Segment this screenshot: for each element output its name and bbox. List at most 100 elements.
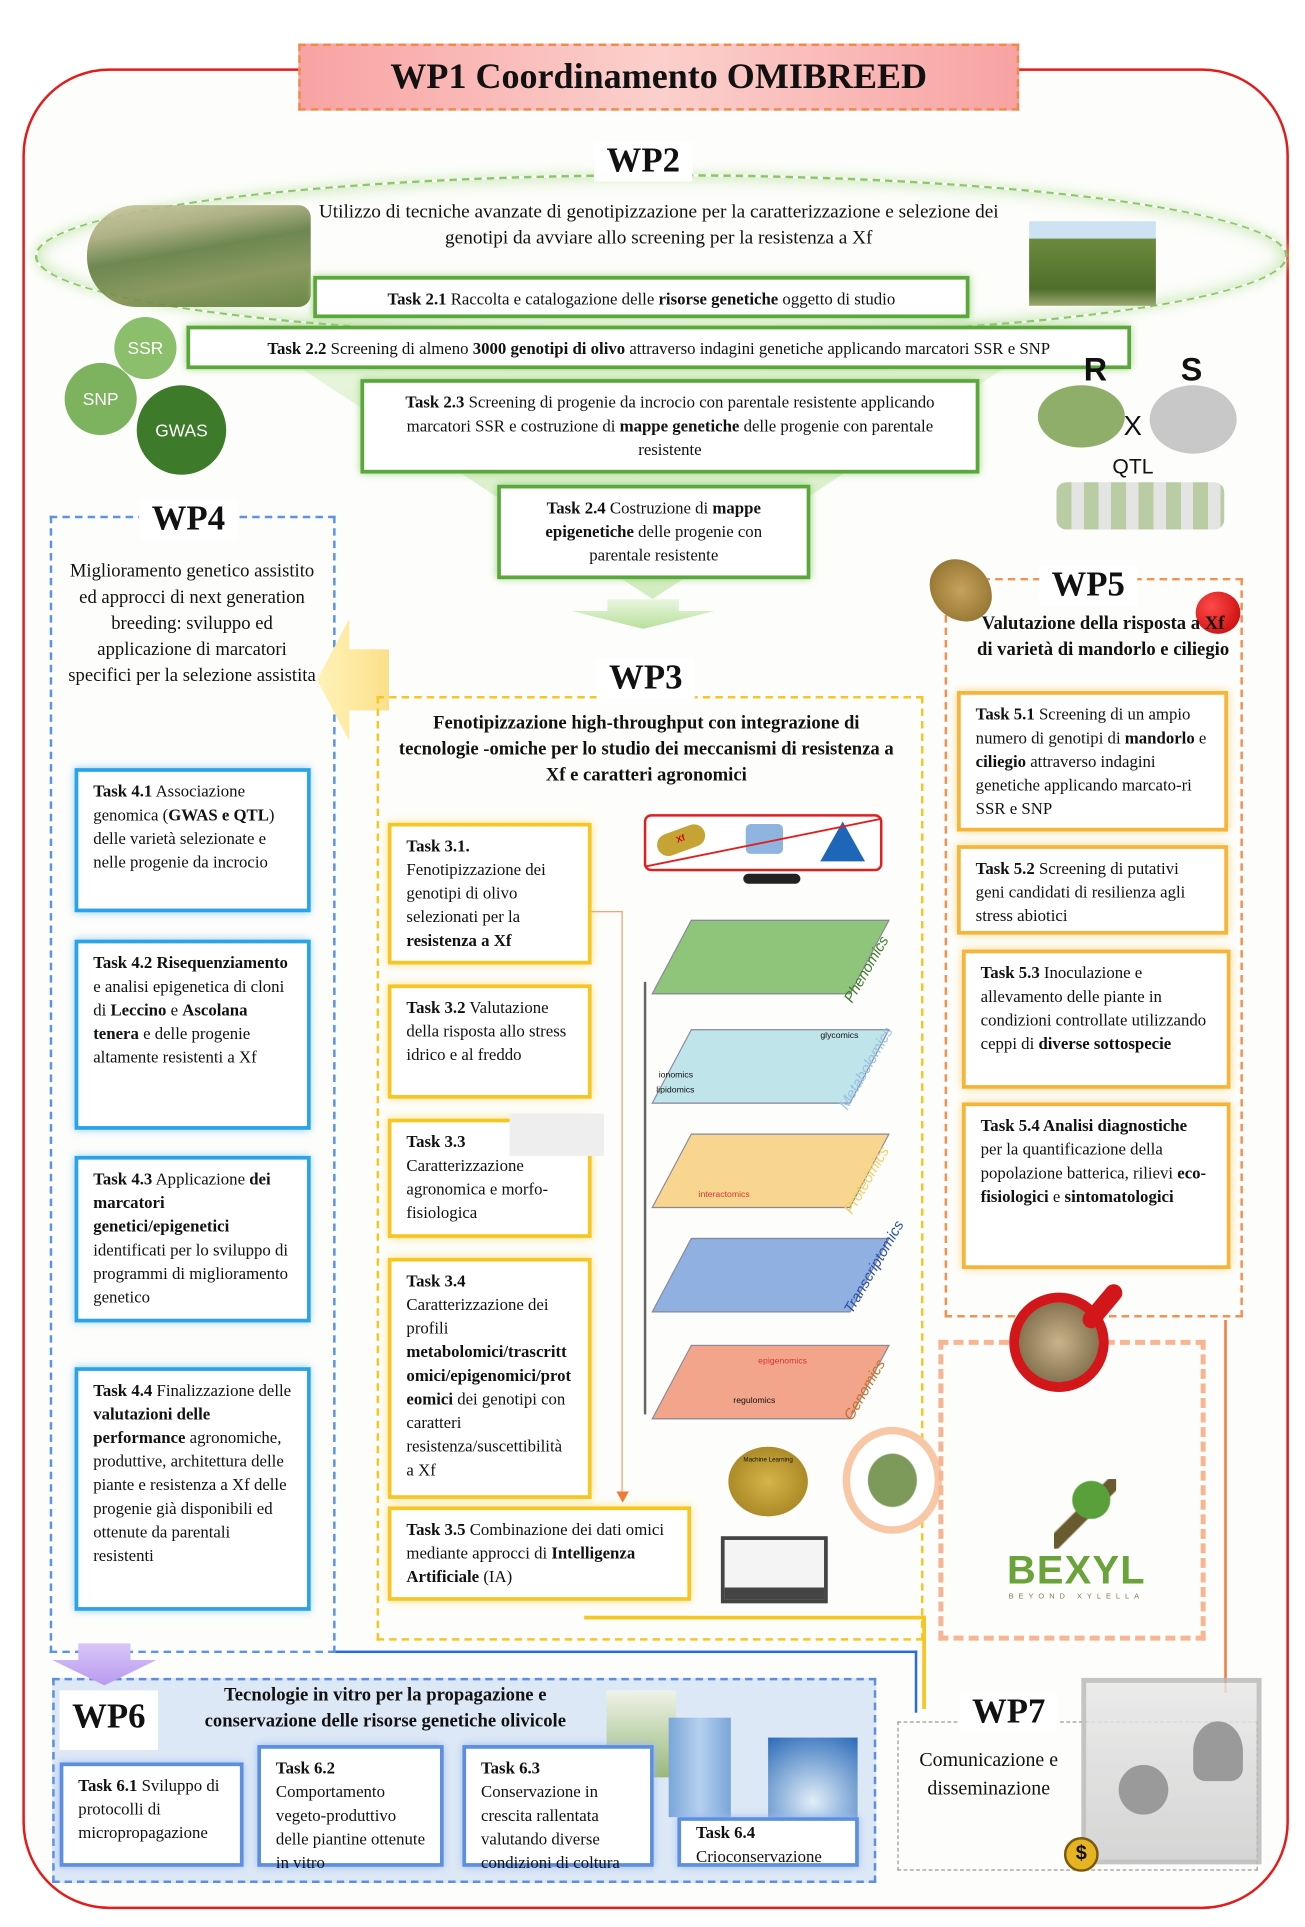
wp7-label: WP7 xyxy=(959,1692,1058,1733)
stack-axis xyxy=(643,981,647,1415)
drone-icon xyxy=(743,873,801,884)
laptop-icon xyxy=(720,1536,828,1604)
resistant-label: R xyxy=(1083,350,1108,388)
task-text-bold: Task 4.4 xyxy=(93,1380,153,1400)
task-text-bold: dei marcatori genetici/epigenetici xyxy=(93,1169,271,1236)
task-text: Fenotipizzazione dei genotipi di olivo s… xyxy=(406,860,546,926)
task-text-bold: Task 2.1 xyxy=(387,289,447,309)
task-text: Associazione genomica ( xyxy=(93,781,246,825)
watering-can-icon xyxy=(745,824,784,854)
task-6-4: Task 6.4 Crioconservazione xyxy=(677,1817,859,1867)
task-text-bold: sintomatologici xyxy=(1064,1186,1174,1206)
task-text: e xyxy=(166,1000,183,1020)
task-6-3: Task 6.3 Conservazione in crescita ralle… xyxy=(462,1745,654,1872)
task-text-bold: Task 3.1. xyxy=(406,836,470,856)
task-text: attraverso indagini genetiche applicando… xyxy=(625,339,1051,358)
task-text: Screening di almeno xyxy=(326,339,473,358)
task-text-bold: Task 5.1 xyxy=(975,704,1035,724)
wp1-title: WP1 Coordinamento OMIBREED xyxy=(390,56,928,97)
coin-plant-icon: $ xyxy=(1063,1837,1099,1872)
task-text-bold: Task 3.5 xyxy=(406,1520,466,1539)
task-text-bold: Task 5.2 xyxy=(975,858,1035,878)
task-text-bold: metabolomici/trascrittomici/epigenomici/… xyxy=(406,1342,572,1409)
task-4-4: Task 4.4 Finalizzazione delle valutazion… xyxy=(74,1367,311,1611)
arrow-head-icon xyxy=(616,1491,629,1503)
bexyl-logo-icon xyxy=(1053,1479,1117,1549)
task-text-bold: mandorlo xyxy=(1124,728,1195,747)
gear-ssr-icon: SSR xyxy=(114,316,177,380)
wp6-description: Tecnologie in vitro per la propagazione … xyxy=(204,1685,566,1732)
ml-label: Machine Learning xyxy=(743,1456,793,1465)
task-5-2: Task 5.2 Screening di putativi geni cand… xyxy=(957,845,1228,935)
olive-grove-photo xyxy=(87,205,311,307)
task-text: identificati per lo sviluppo di programm… xyxy=(93,1240,289,1307)
bexyl-tagline: BEYOND XYLELLA xyxy=(1008,1593,1145,1601)
task-text: Screening di progenie da incrocio con pa… xyxy=(406,392,935,436)
task-4-1: Task 4.1 Associazione genomica (GWAS e Q… xyxy=(74,768,311,913)
wp5-description: Valutazione della risposta a Xf di varie… xyxy=(976,613,1230,660)
wp1-banner: WP1 Coordinamento OMIBREED xyxy=(298,43,1020,111)
wp3-description: Fenotipizzazione high-throughput con int… xyxy=(398,713,894,786)
susceptible-label: S xyxy=(1180,350,1203,388)
wp3-label: WP3 xyxy=(596,658,695,699)
task-text: Sviluppo di protocolli di micropropagazi… xyxy=(78,1776,220,1842)
progeny-trees-icon xyxy=(1056,482,1225,530)
wp6-label: WP6 xyxy=(59,1690,158,1751)
task-text-bold: Task 5.4 Analisi diagnostiche xyxy=(980,1116,1188,1135)
task-6-1: Task 6.1 Sviluppo di protocolli di micro… xyxy=(59,1762,244,1867)
task-text-bold: Task 5.3 xyxy=(980,963,1040,982)
task-text: Raccolta e catalogazione delle xyxy=(446,289,659,309)
task-5-1: Task 5.1 Screening di un ampio numero di… xyxy=(957,691,1228,832)
presenter-icon xyxy=(1193,1721,1243,1782)
task-text: Crioconservazione xyxy=(696,1846,822,1866)
task-2-4: Task 2.4 Costruzione di mappe epigenetic… xyxy=(497,484,811,580)
task-text-bold: Task 2.2 xyxy=(267,339,327,358)
task-text: e xyxy=(1194,728,1207,747)
task-text: Combinazione dei dati omici mediante app… xyxy=(406,1520,665,1563)
gear-label: GWAS xyxy=(155,420,208,440)
task-6-2: Task 6.2 Comportamento vegeto-produttivo… xyxy=(257,1745,444,1872)
wp3-to-wp7-connector xyxy=(584,1615,926,1709)
cross-symbol: X xyxy=(1123,410,1142,442)
task-text: e delle progenie altamente resistenti a … xyxy=(93,1024,257,1067)
task-text-bold: Task 3.2 xyxy=(406,998,466,1017)
task-text-bold: diverse sottospecie xyxy=(1038,1034,1172,1053)
task-text-bold: Task 6.1 xyxy=(78,1776,138,1795)
wp4-label: WP4 xyxy=(139,499,238,540)
task-text-bold: resistenza a Xf xyxy=(406,930,512,950)
bexyl-logo-text: BEXYL xyxy=(1006,1547,1146,1593)
task-3-1: Task 3.1. Fenotipizzazione dei genotipi … xyxy=(387,822,592,965)
task-text-bold: Task 4.3 xyxy=(93,1169,153,1189)
task-text-bold: Leccino xyxy=(110,1000,167,1020)
task-4-2: Task 4.2 Risequenziamento e analisi epig… xyxy=(74,939,311,1130)
epigenomics-label: epigenomics xyxy=(758,1357,808,1366)
lipidomics-label: lipidomics xyxy=(656,1086,695,1095)
susceptible-tree-icon xyxy=(1149,385,1237,454)
task-text-bold: risorse genetiche xyxy=(658,289,779,309)
task-text: Caratterizzazione dei profili xyxy=(406,1295,549,1338)
cherry-icon xyxy=(1195,591,1241,634)
machine-learning-icon: Machine Learning xyxy=(728,1446,808,1517)
interactomics-label: interactomics xyxy=(698,1190,750,1200)
wp5-to-wp7-connector xyxy=(1224,1319,1227,1693)
olive-tree-circle-icon xyxy=(842,1426,943,1534)
task-text-bold: Risequenziamento xyxy=(156,953,288,972)
task-text: Applicazione xyxy=(152,1169,250,1189)
task-text-bold: Task 3.4 xyxy=(406,1271,466,1291)
task-text: Valutazione della risposta allo stress i… xyxy=(406,998,567,1064)
olive-tree-photo xyxy=(1029,221,1156,306)
task-text-bold: GWAS e QTL xyxy=(168,805,269,825)
task-text: oggetto di studio xyxy=(778,289,896,309)
task-text: Screening di un ampio numero di genotipi… xyxy=(975,704,1191,747)
wp5-label: WP5 xyxy=(1039,565,1138,606)
cold-snowflake-icon xyxy=(820,821,866,862)
gear-label: SNP xyxy=(82,389,119,409)
task-text-bold: Task 6.3 xyxy=(481,1758,541,1778)
qtl-label: QTL xyxy=(1112,454,1154,479)
task-text: e analisi epigenetica di cloni di xyxy=(93,976,285,1020)
task-5-4: Task 5.4 Analisi diagnostiche per la qua… xyxy=(962,1102,1231,1270)
task-text-bold: Task 2.3 xyxy=(405,392,465,412)
strike-line xyxy=(646,818,880,868)
task-2-1: Task 2.1 Raccolta e catalogazione delle … xyxy=(313,275,970,319)
task-text-bold: Task 6.2 xyxy=(275,1758,336,1778)
